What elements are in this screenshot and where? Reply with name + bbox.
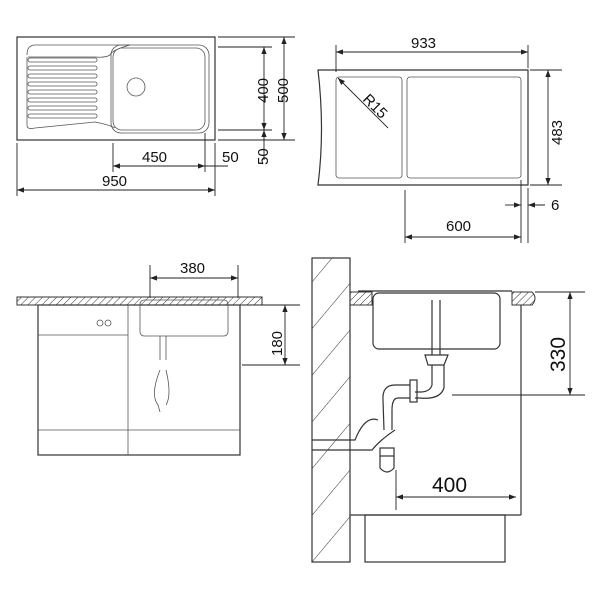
bowl — [139, 299, 229, 337]
drain-icon — [126, 77, 146, 97]
dim-380: 380 — [180, 260, 205, 277]
dim-450: 450 — [142, 149, 167, 166]
bowl — [110, 44, 210, 134]
side-view: 400 330 — [311, 257, 585, 563]
dim-50-horizontal: 50 — [222, 149, 239, 166]
cutout-outline — [317, 69, 529, 186]
top-view: 400 500 50 450 50 950 — [16, 36, 295, 196]
dim-950: 950 — [102, 173, 127, 190]
dim-600: 600 — [446, 218, 471, 235]
cutout-view: 933 483 R15 600 6 — [317, 35, 566, 243]
dim-483: 483 — [549, 120, 566, 145]
trap — [312, 418, 396, 451]
dim-400: 400 — [255, 78, 272, 103]
drain-pipe — [415, 300, 449, 399]
drainer-ribs — [27, 57, 98, 119]
dim-50-vertical: 50 — [255, 148, 272, 165]
sink-outline — [16, 36, 216, 141]
bowl — [372, 292, 501, 350]
dim-933: 933 — [411, 35, 436, 52]
cabinet — [37, 304, 241, 456]
wall — [311, 257, 351, 563]
front-view: 380 180 — [16, 260, 300, 456]
trap — [154, 336, 170, 413]
dim-500: 500 — [275, 78, 292, 103]
dim-180: 180 — [269, 331, 286, 356]
dim-r15: R15 — [359, 91, 390, 122]
dim-6: 6 — [551, 197, 559, 214]
dim-400: 400 — [432, 474, 467, 497]
plinth — [364, 514, 506, 563]
countertop — [16, 296, 263, 306]
dim-330: 330 — [547, 337, 570, 372]
